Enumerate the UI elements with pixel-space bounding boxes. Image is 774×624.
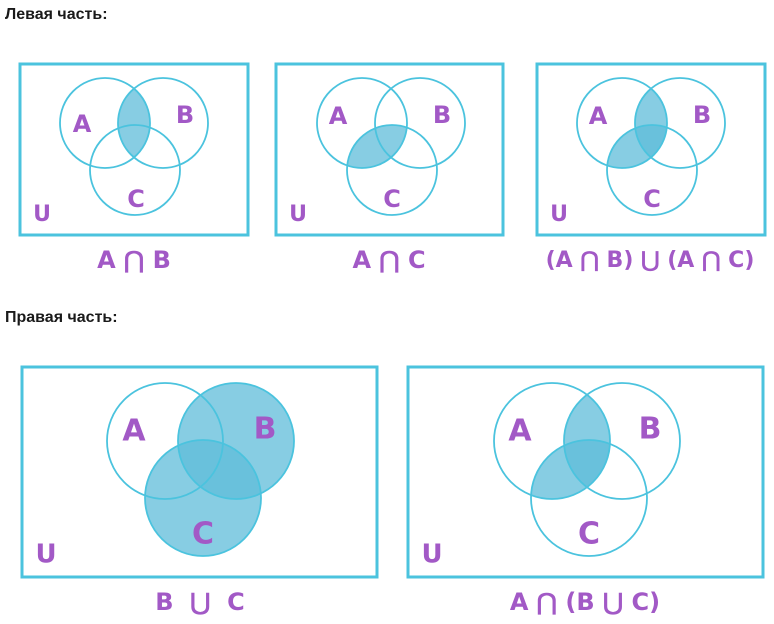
set-label-c: C [127,185,145,213]
set-circle-c [89,124,181,216]
diagram-caption: B ⋃ C [155,588,245,616]
universe-rectangle [535,62,767,237]
shaded-region [607,125,667,168]
diagram-caption: (A ⋂ B) ⋃ (A ⋂ C) [546,248,755,273]
universe-rectangle [274,62,505,237]
universe-rectangle [20,365,379,579]
set-circle-c [144,439,262,557]
universe-label: U [421,540,442,570]
set-circle-c [346,124,438,216]
set-label-c: C [192,517,214,552]
shaded-region [145,440,261,556]
set-label-b: B [254,412,277,447]
set-label-c: C [578,517,600,552]
set-label-a: A [122,414,146,449]
venn-diagram-a-and-b: A B C U A ⋂ B [18,62,250,274]
set-circle-c [530,439,648,557]
set-circle-a [493,382,611,500]
set-circle-a [106,382,224,500]
venn-diagram-a-and-b-or-a-and-c: A B C U (A ⋂ B) ⋃ (A ⋂ C) [535,62,767,273]
set-circle-c [606,124,698,216]
set-label-a: A [329,102,348,130]
diagram-caption: A ⋂ C [352,246,425,274]
set-label-a: A [73,110,92,138]
set-circle-b [117,77,209,169]
universe-rectangle [406,365,765,579]
diagram-caption: A ⋂ B [97,246,171,274]
set-circle-a [576,77,668,169]
set-circle-a [59,77,151,169]
set-label-a: A [508,414,532,449]
venn-diagram-a-and-b-or-c: A B C U A ⋂ (B ⋃ C) [406,365,765,616]
set-circle-b [563,382,681,500]
universe-label: U [35,540,56,570]
venn-diagram-b-or-c: A B C U B ⋃ C [20,365,379,616]
universe-rectangle [18,62,250,237]
universe-label: U [33,202,51,227]
heading-left-part: Левая часть: [5,6,108,23]
shaded-region [347,125,407,168]
venn-diagram-a-and-c: A B C U A ⋂ C [274,62,505,274]
universe-label: U [550,202,568,227]
shaded-region [118,78,150,168]
set-circle-b [177,382,295,500]
set-circle-b [634,77,726,169]
set-label-b: B [693,101,711,129]
set-label-b: B [639,412,662,447]
diagram-caption: A ⋂ (B ⋃ C) [510,588,660,616]
set-label-c: C [643,185,661,213]
set-label-b: B [176,101,194,129]
heading-right-part: Правая часть: [5,309,118,326]
set-circle-b [374,77,466,169]
set-label-a: A [589,102,608,130]
set-label-c: C [383,185,401,213]
set-label-b: B [433,101,451,129]
set-circle-a [316,77,408,169]
universe-label: U [289,202,307,227]
